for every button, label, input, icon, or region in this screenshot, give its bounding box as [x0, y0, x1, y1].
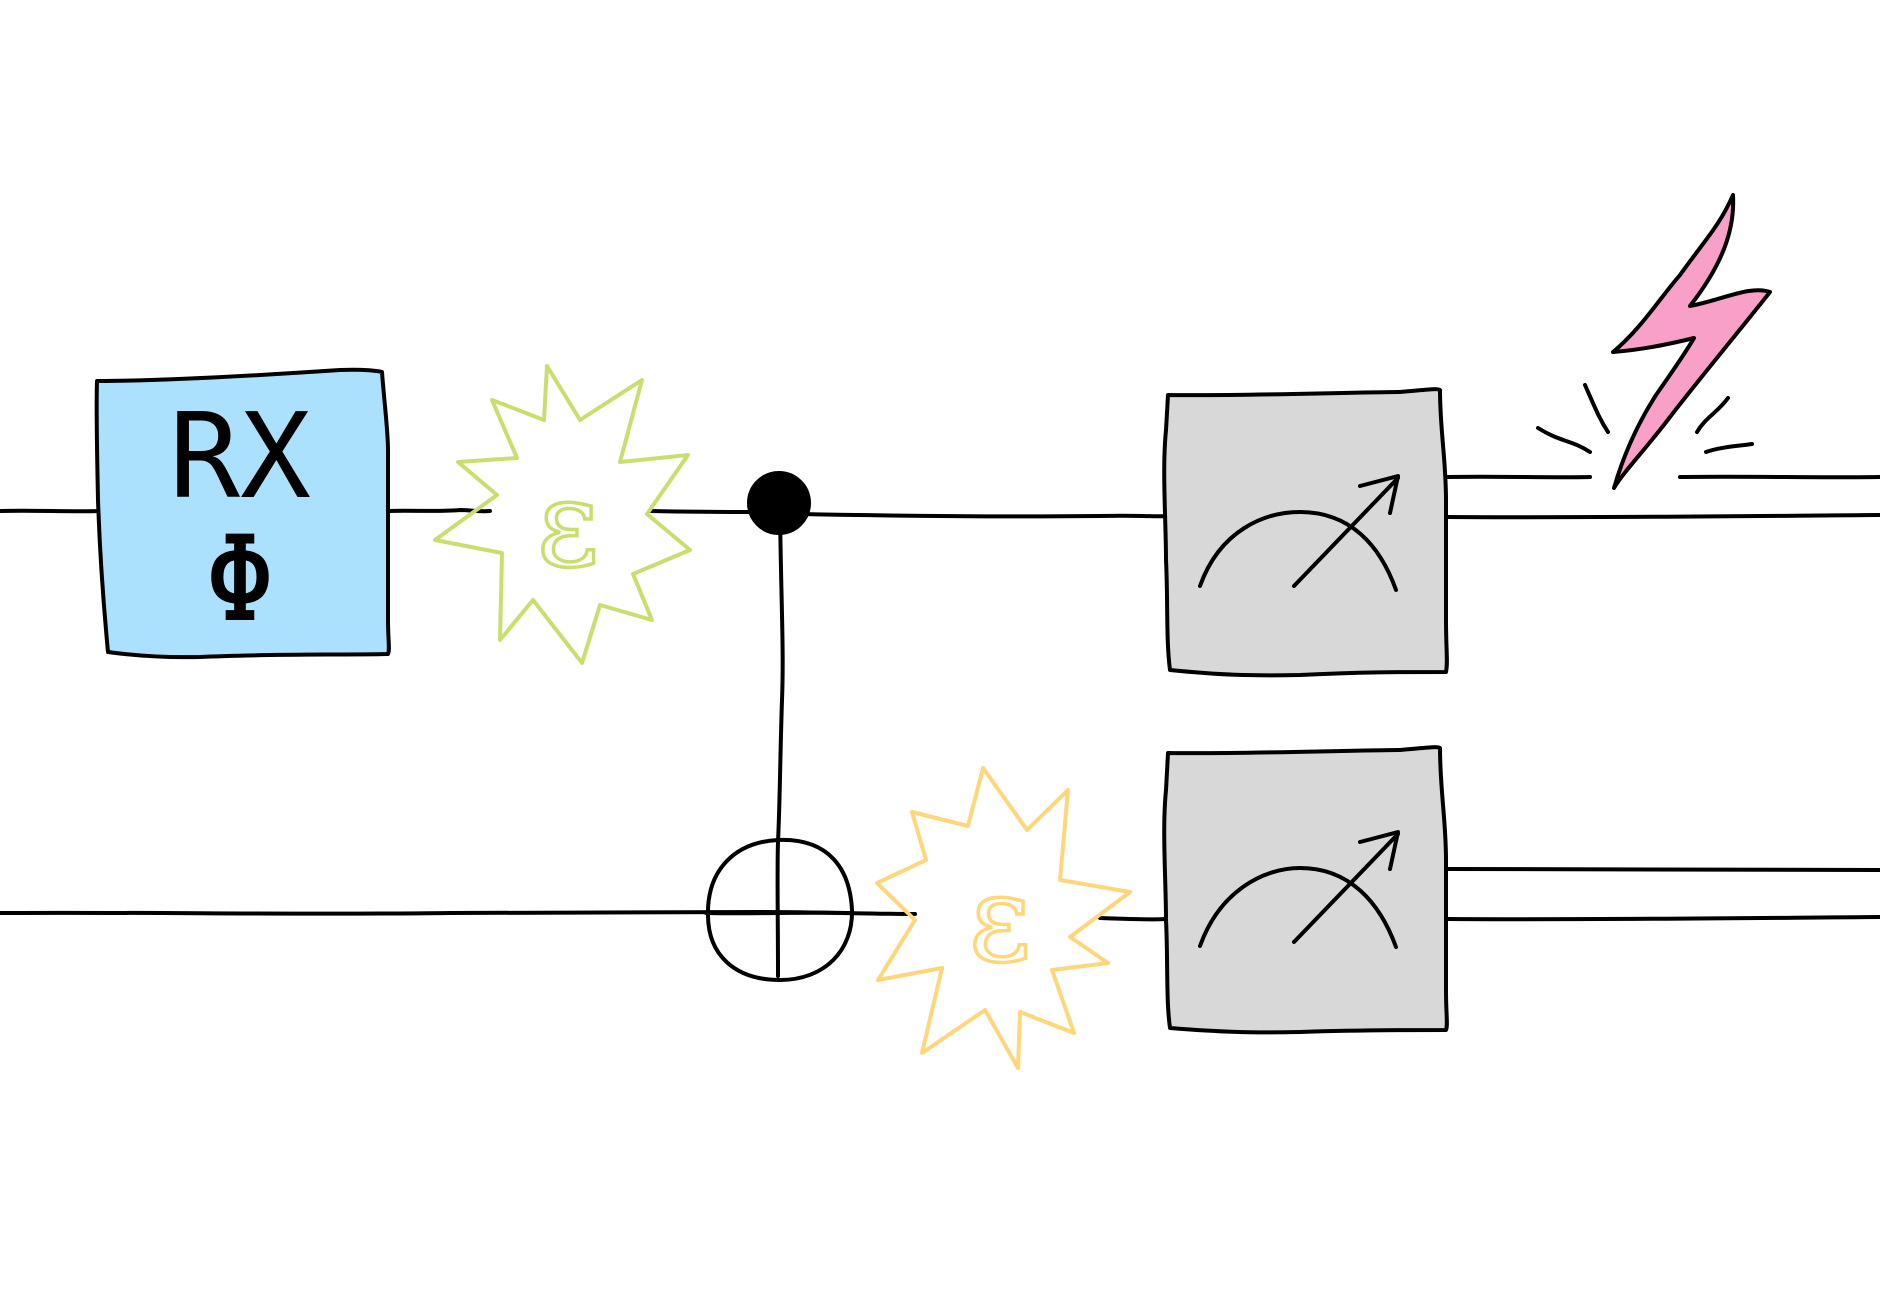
noise-symbol-top: ε	[537, 455, 599, 594]
noise-channel-bottom: ε	[875, 766, 1132, 1070]
measurement-top[interactable]	[1162, 387, 1449, 678]
measurement-box-bottom	[1162, 745, 1449, 1035]
cnot-target-circle-plus-icon	[705, 837, 855, 983]
meter-arrow-icon	[1198, 474, 1400, 592]
cnot-control-dot	[747, 471, 811, 535]
qubit-wire-top	[0, 508, 1168, 519]
measurement-bottom[interactable]	[1162, 745, 1449, 1035]
rx-gate-box	[94, 367, 391, 660]
starburst-icon	[875, 766, 1132, 1070]
rx-gate[interactable]: RX Φ	[94, 367, 391, 660]
meter-arrow-icon	[1198, 830, 1400, 949]
readout-error	[1536, 193, 1772, 490]
noise-symbol-bottom: ε	[969, 850, 1031, 989]
lightning-bolt-icon	[1611, 193, 1772, 490]
rx-gate-name: RX	[169, 387, 311, 525]
cnot-gate[interactable]	[704, 471, 855, 983]
classical-wire-bottom	[1446, 867, 1880, 922]
rx-gate-parameter: Φ	[204, 510, 275, 648]
classical-wire-top	[1446, 474, 1880, 520]
measurement-box-top	[1162, 387, 1449, 678]
noise-channel-top: ε	[433, 364, 692, 665]
starburst-icon	[433, 364, 692, 665]
cnot-control-line	[775, 508, 785, 978]
